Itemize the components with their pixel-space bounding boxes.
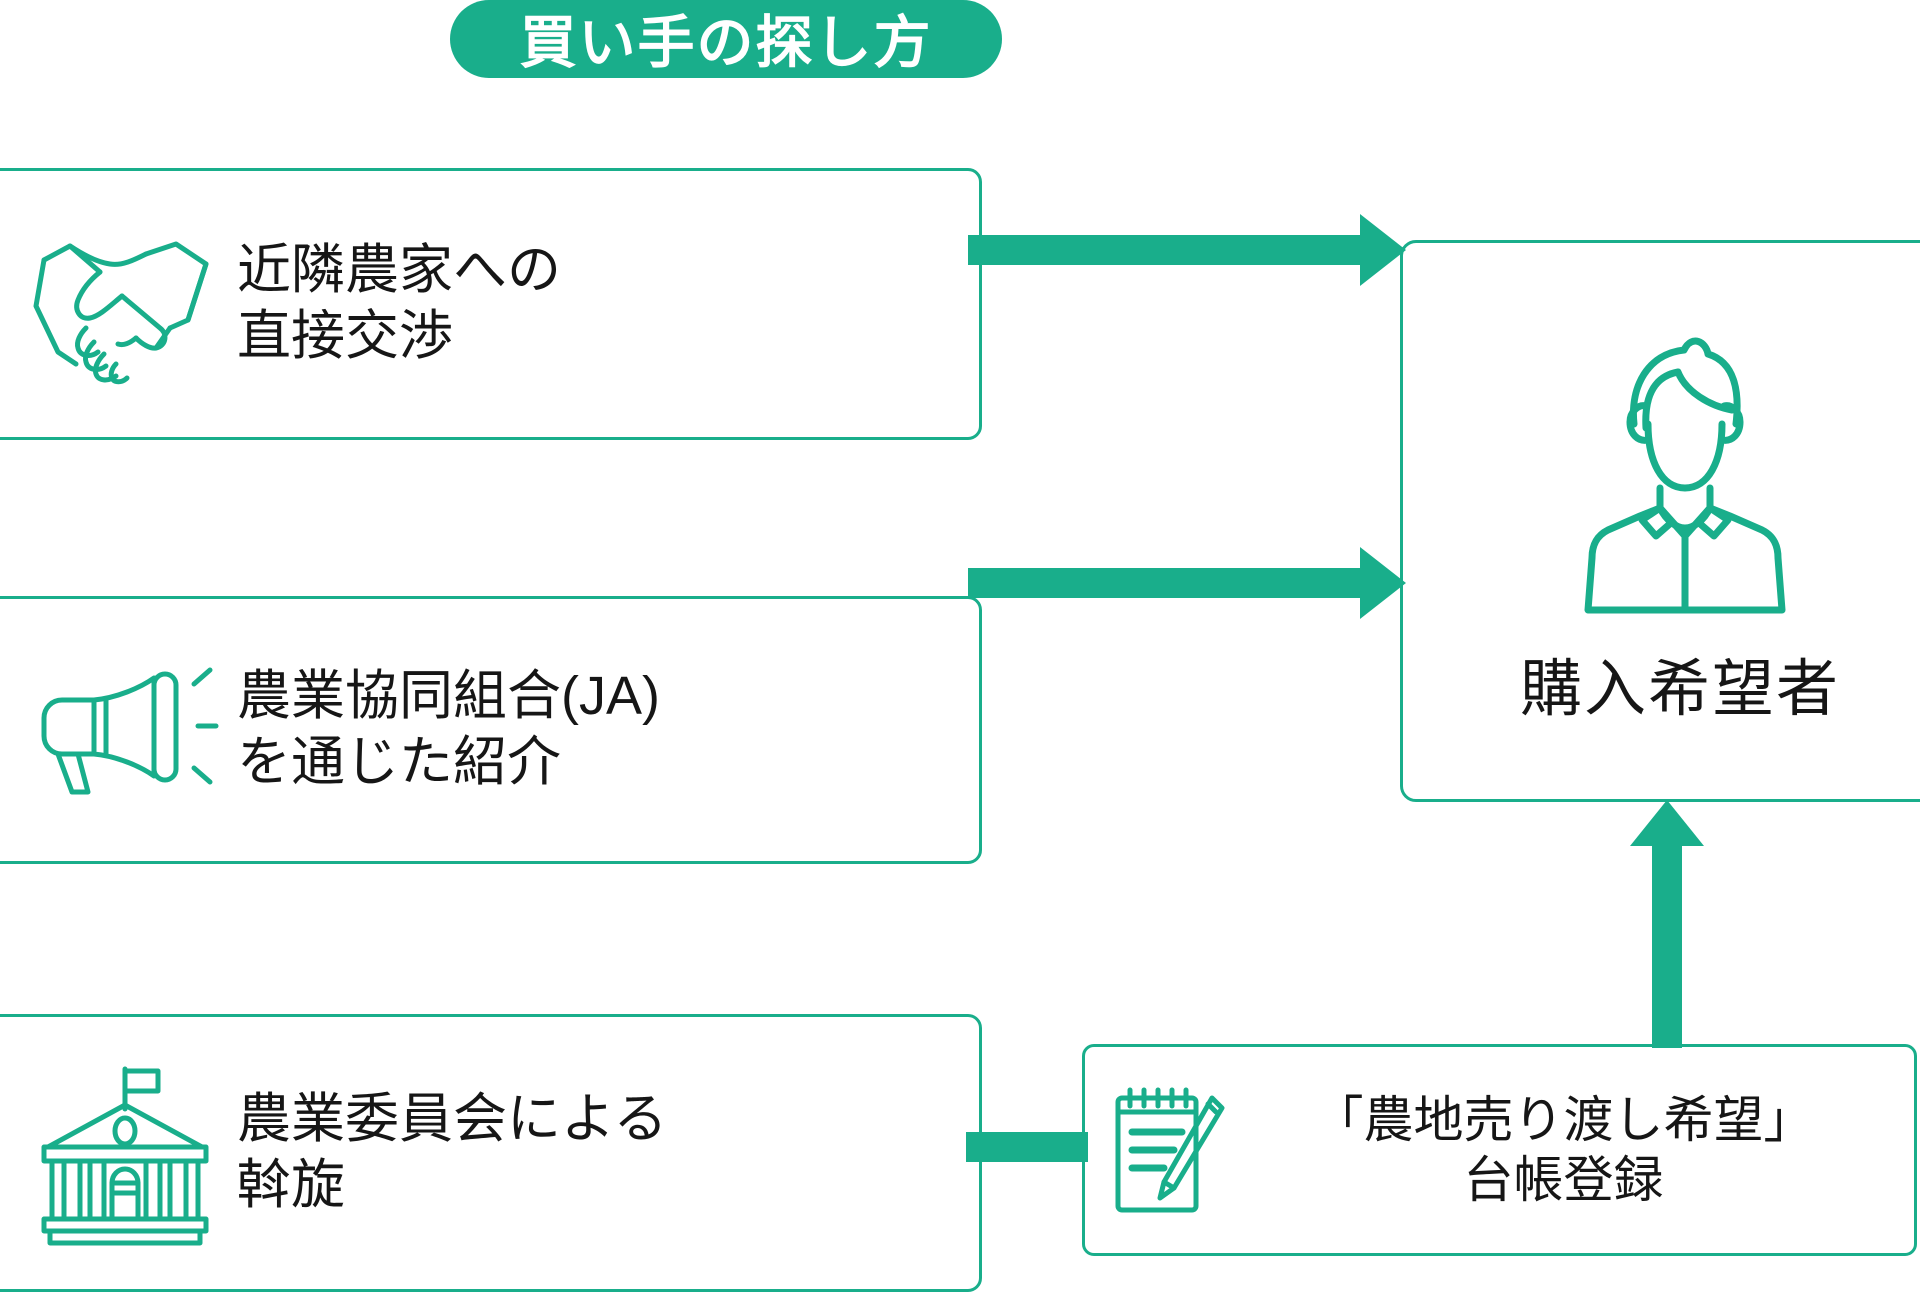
method-card-committee[interactable]: 農業委員会による 斡旋 [0, 1014, 982, 1292]
arrow-shaft [968, 235, 1360, 265]
method-card-ja-label: 農業協同組合(JA) を通じた紹介 [237, 666, 660, 792]
megaphone-icon [25, 655, 225, 805]
method-card-ja[interactable]: 農業協同組合(JA) を通じた紹介 [0, 596, 982, 864]
clipboard-pencil-icon [1107, 1080, 1227, 1220]
method-card-committee-label: 農業委員会による 斡旋 [237, 1089, 668, 1215]
ledger-registration-card[interactable]: 「農地売り渡し希望」 台帳登録 [1082, 1044, 1917, 1256]
buyer-card-label: 購入希望者 [1519, 654, 1840, 724]
arrow-neighbor-to-buyer [968, 214, 1406, 286]
arrow-shaft [1652, 838, 1682, 1048]
government-building-icon [25, 1058, 225, 1248]
arrow-head-right-icon [1360, 547, 1406, 619]
arrow-shaft [968, 568, 1360, 598]
method-card-neighbor-label: 近隣農家への 直接交渉 [237, 240, 561, 366]
method-card-neighbor[interactable]: 近隣農家への 直接交渉 [0, 168, 982, 440]
arrow-ja-to-buyer [968, 547, 1406, 619]
ledger-registration-label: 「農地売り渡し希望」 台帳登録 [1313, 1092, 1814, 1208]
connector-committee-to-ledger [966, 1132, 1088, 1162]
page-title-badge: 買い手の探し方 [450, 0, 1002, 78]
handshake-icon [25, 219, 225, 389]
page-title: 買い手の探し方 [519, 10, 933, 75]
person-icon [1555, 318, 1805, 618]
buyer-card[interactable]: 購入希望者 [1400, 240, 1920, 802]
arrow-ledger-to-buyer [1612, 800, 1722, 1048]
arrow-head-right-icon [1360, 214, 1406, 286]
